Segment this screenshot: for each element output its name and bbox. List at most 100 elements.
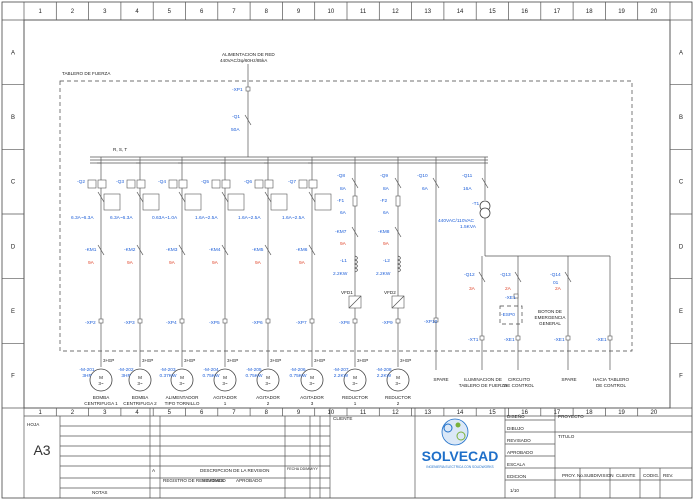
breaker-tag: -Q2 [77,179,85,185]
project-label: PROYECTO [558,414,584,419]
spare-terminal [433,317,439,323]
motor-power: 2.2KW [377,373,392,379]
spare-breaker-rating: 6A [422,186,429,192]
contactor-rating: 9A [127,260,134,266]
emergency-label-line3: GENERAL [539,321,561,326]
motor-power: 3HP [121,373,130,379]
motor-letter: M [138,375,142,380]
ground-label: 3+EP [357,358,368,363]
motor-power: 3HP [82,373,91,379]
column-index: 2 [71,9,75,15]
contactor-rating: 9A [169,260,176,266]
protector-indicator [221,179,231,189]
column-index: 2 [71,410,75,416]
contactor-rating: 9A [299,260,306,266]
breaker-tag: -Q9 [380,173,388,179]
column-index: 4 [135,410,139,416]
terminal [395,318,401,324]
motor-name-line1: BOMBA [93,395,111,400]
motor-name-line1: BOMBA [132,395,150,400]
terminal [565,335,571,341]
transformer-spec1: 440VAC/110VAC [438,218,475,224]
main-breaker-tag: -Q1 [232,114,240,120]
revision-date-label: FECHA DD/MM/YY [287,467,319,471]
inductor-rating: 2.2KW [333,271,348,277]
transformer-breaker-tag: -Q11 [462,173,473,179]
motor-name-line2: CENTRIFUGA 1 [84,401,118,406]
protector-range: 1.6A~2.5A [195,215,218,221]
breaker-tag: -Q4 [158,179,166,185]
motor-symbol [386,368,410,392]
breaker-tag: -Q7 [288,179,296,185]
terminal-tag: -XP7 [296,320,307,326]
motor-tag: -M-204 [203,367,219,373]
column-index: 12 [392,410,399,416]
column-index: 13 [424,9,431,15]
terminal-tag: -XT1 [468,337,479,343]
breaker-rating: 3A [469,286,476,292]
protector-indicator [308,179,318,189]
main-terminal-tag: -XP1 [232,87,243,93]
solvecad-logo: SOLVECAD INGENIERIA ELECTRICA CON SOLIDW… [422,418,498,469]
column-index: 20 [651,9,658,15]
panel-title: TABLERO DE FUERZA [62,71,111,76]
column-index: 6 [200,410,204,416]
motor-name-line1: AGITADOR [300,395,324,400]
contactor-tag: -KM4 [209,247,221,253]
terminal-tag: -XP4 [166,320,177,326]
row-index: C [679,180,684,186]
motor-symbol [89,368,113,392]
breaker-tag: -Q5 [201,179,209,185]
phases-label: R, S, T [113,147,127,152]
motor-tag: -M-201 [79,367,95,373]
revision-mark: A [152,468,156,473]
motor-letter: M [223,375,227,380]
protector-indicator [87,179,97,189]
motor-branch: -Q61.6A~2.5A-KM59A-XP6M3~-M-2050.75KW3+E… [238,157,288,406]
sheet-label: HOJA [27,422,40,427]
motor-power: 0.75KW [289,373,307,379]
transformer-breaker-rating: 16A [463,186,472,192]
sheet-format: A3 [33,442,50,458]
motor-symbol [170,368,194,392]
breaker-tag: -Q14 [550,272,561,278]
breaker-tag: -Q3 [116,179,124,185]
column-index: 8 [265,410,269,416]
motor-symbol [128,368,152,392]
vfd-tag: VFD1 [341,290,353,295]
motor-phases: 3~ [265,381,271,386]
column-index: 16 [521,9,528,15]
contactor-rating: 9A [88,260,95,266]
motor-phases: 3~ [352,381,358,386]
emergency-label-line1: BOTON DE [538,309,562,314]
fuse [395,195,401,207]
protector-indicator [126,179,136,189]
ground-label: 3+EP [400,358,411,363]
terminal [607,335,613,341]
protector-indicator [264,179,274,189]
motor-phases: 3~ [98,381,104,386]
terminal [98,318,104,324]
power-panel-boundary [59,80,633,352]
motor-tag: -M-206 [290,367,306,373]
transformer-tag: -T1 [472,201,480,207]
column-index: 11 [360,9,367,15]
footer-code: CODIG. [643,473,659,478]
terminal [352,318,358,324]
column-index: 8 [265,9,269,15]
motor-protector [103,193,121,211]
contactor-rating: 9A [383,241,390,247]
terminal-tag: -XE1 [596,337,607,343]
emergency-terminal [513,293,519,299]
contactor-rating: 9A [212,260,219,266]
motor-symbol [213,368,237,392]
terminal [179,318,185,324]
column-index: 9 [297,9,301,15]
motor-name-line1: REDUCTOR [385,395,412,400]
contactor-tag: -KM5 [252,247,264,253]
motor-protector [227,193,245,211]
